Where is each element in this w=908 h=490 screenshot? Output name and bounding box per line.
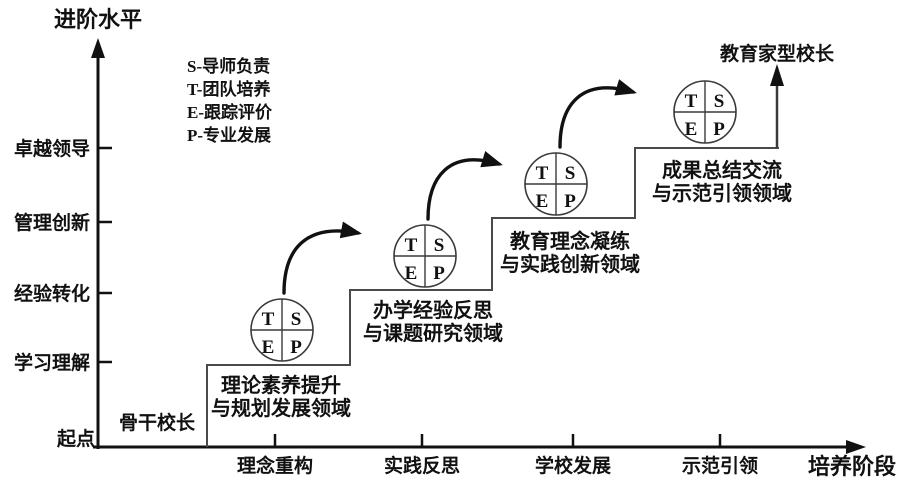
quadrant-letter-tr: S: [714, 91, 725, 112]
start-role-label: 骨干校长: [119, 411, 196, 434]
quadrant-letter-bl: E: [405, 263, 418, 284]
staircase-outline: [206, 147, 779, 447]
y-axis: [91, 38, 112, 449]
y-tick-label: 管理创新: [14, 211, 90, 234]
curved-arrow-1-icon: [282, 221, 363, 295]
quadrant-letter-tr: S: [565, 163, 576, 184]
x-axis: [93, 434, 866, 454]
step-label-line: 教育理念凝练: [510, 229, 630, 253]
x-tick-label: 学校发展: [535, 454, 611, 477]
quadrant-letter-bl: E: [536, 191, 549, 212]
tsep-circle-3: T S E P: [524, 152, 588, 216]
step-label-line: 与示范引领领域: [652, 181, 792, 205]
legend-item: T-团队培养: [187, 79, 271, 99]
step-label-4: 成果总结交流 与示范引领领域: [652, 158, 792, 205]
final-ascent-arrow: [770, 64, 784, 148]
step-label-1: 理论素养提升 与规划发展领域: [211, 373, 351, 420]
quadrant-letter-bl: E: [685, 119, 698, 140]
step-label-2: 办学经验反思 与课题研究领域: [363, 298, 503, 345]
tsep-circle-2: T S E P: [393, 224, 457, 288]
step-label-3: 教育理念凝练 与实践创新领域: [500, 229, 640, 276]
legend: S-导师负责 T-团队培养 E-跟踪评价 P-专业发展: [187, 56, 273, 145]
x-tick-label: 理念重构: [237, 454, 313, 477]
step-label-line: 与实践创新领域: [500, 252, 640, 276]
quadrant-letter-tl: T: [262, 309, 275, 330]
quadrant-letter-br: P: [290, 337, 302, 358]
quadrant-letter-tr: S: [291, 309, 302, 330]
step-label-line: 理论素养提升: [221, 373, 341, 397]
curved-arrow-2-icon: [426, 150, 503, 221]
x-tick-label: 示范引领: [682, 454, 758, 477]
legend-item: P-专业发展: [187, 125, 271, 145]
legend-item: S-导师负责: [187, 56, 270, 76]
y-tick-label: 卓越领导: [14, 137, 90, 160]
quadrant-letter-tl: T: [685, 91, 698, 112]
y-tick-label: 经验转化: [14, 282, 90, 305]
step-label-line: 与规划发展领域: [211, 396, 351, 420]
x-axis-arrow-icon: [846, 440, 866, 454]
tsep-circle-4: T S E P: [673, 80, 737, 144]
x-tick-label: 实践反思: [384, 454, 460, 477]
y-tick-label: 起点: [56, 428, 95, 450]
curved-arrow-3-icon: [558, 79, 637, 149]
quadrant-letter-tl: T: [405, 235, 418, 256]
legend-item: E-跟踪评价: [187, 102, 273, 122]
quadrant-letter-br: P: [433, 263, 445, 284]
end-role-label: 教育家型校长: [720, 42, 835, 65]
up-arrow-icon: [770, 64, 784, 86]
y-axis-arrow-icon: [91, 38, 105, 58]
x-axis-title: 培养阶段: [808, 454, 896, 479]
y-axis-title: 进阶水平: [54, 7, 142, 32]
quadrant-letter-br: P: [713, 119, 725, 140]
step-label-line: 成果总结交流: [662, 158, 782, 182]
quadrant-letter-tl: T: [536, 163, 549, 184]
quadrant-letter-br: P: [564, 191, 576, 212]
quadrant-letter-tr: S: [434, 235, 445, 256]
step-label-line: 与课题研究领域: [363, 321, 503, 345]
step-label-line: 办学经验反思: [373, 298, 493, 322]
y-tick-label: 学习理解: [14, 351, 90, 374]
quadrant-letter-bl: E: [262, 337, 275, 358]
tsep-circle-1: T S E P: [250, 298, 314, 362]
